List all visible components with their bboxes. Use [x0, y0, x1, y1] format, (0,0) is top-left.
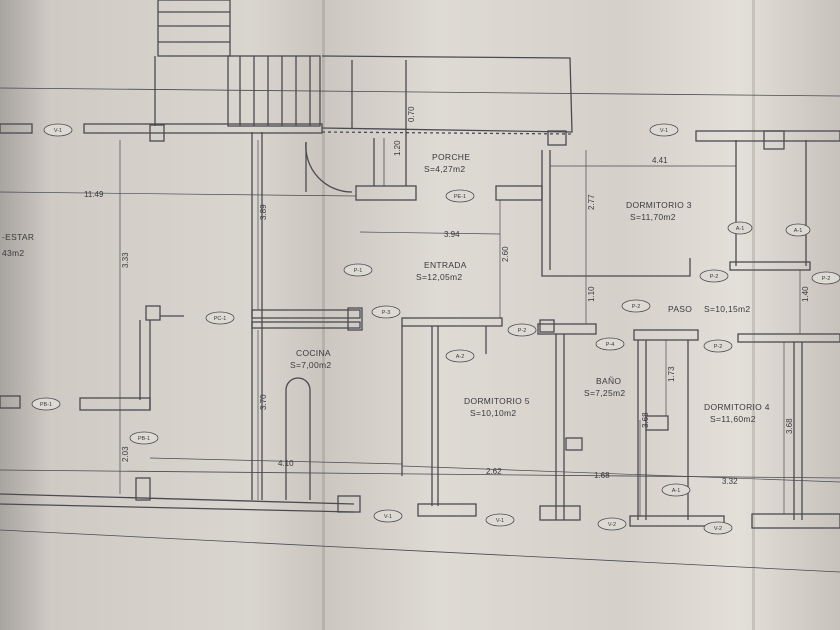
- tag-v2: V-2: [608, 522, 616, 528]
- dim-1-68: 1.68: [594, 471, 610, 480]
- room-entrada-name: ENTRADA: [424, 260, 467, 270]
- room-estar-area: 43m2: [2, 248, 24, 258]
- tag-v1: V-1: [496, 518, 504, 524]
- tag-v1: V-1: [660, 128, 668, 134]
- tag-pb1: PB-1: [40, 402, 52, 408]
- dim-11-49: 11.49: [84, 190, 104, 199]
- tag-a1: A-1: [794, 228, 803, 234]
- room-bano-name: BAÑO: [596, 376, 621, 386]
- room-dormitorio-3-name: DORMITORIO 3: [626, 200, 692, 210]
- tag-pb1: PB-1: [138, 436, 150, 442]
- dim-3-89: 3.89: [259, 204, 268, 220]
- dim-2-03: 2.03: [121, 446, 130, 462]
- dim-1-73: 1.73: [667, 366, 676, 382]
- dim-3-68-left: 3.68: [641, 412, 650, 428]
- tag-p3: P-3: [382, 310, 391, 316]
- tag-a2: A-2: [456, 354, 465, 360]
- dim-4-10: 4.10: [278, 459, 294, 468]
- tag-p1: P-1: [354, 268, 363, 274]
- room-bano-area: S=7,25m2: [584, 388, 625, 398]
- dim-4-41: 4.41: [652, 156, 668, 165]
- dim-3-32: 3.32: [722, 477, 738, 486]
- tag-pc1: PC-1: [214, 316, 227, 322]
- room-dormitorio-5-area: S=10,10m2: [470, 408, 516, 418]
- room-entrada-area: S=12,05m2: [416, 272, 462, 282]
- dim-2-62: 2.62: [486, 467, 502, 476]
- room-labels: -ESTAR 43m2 PORCHE S=4,27m2 ENTRADA S=12…: [2, 152, 770, 424]
- dim-1-10: 1.10: [587, 286, 596, 302]
- room-porche-area: S=4,27m2: [424, 164, 465, 174]
- room-dormitorio-5-name: DORMITORIO 5: [464, 396, 530, 406]
- room-porche-name: PORCHE: [432, 152, 470, 162]
- dim-3-68-right: 3.68: [785, 418, 794, 434]
- tag-p2: P-2: [710, 274, 719, 280]
- dim-1-20: 1.20: [393, 140, 402, 156]
- dimension-labels: 11.49 3.33 3.89 2.03 3.70 4.10 2.62 1.68…: [84, 106, 810, 486]
- room-dormitorio-4-name: DORMITORIO 4: [704, 402, 770, 412]
- room-cocina-area: S=7,00m2: [290, 360, 331, 370]
- tag-v1: V-1: [54, 128, 62, 134]
- walls: [0, 0, 840, 573]
- tag-a1: A-1: [672, 488, 681, 494]
- tag-p2: P-2: [714, 344, 723, 350]
- dimension-lines: [0, 140, 840, 516]
- tag-labels: V-1 V-1 PE-1 PC-1 PB-1 PB-1 P-1 P-3 P-2 …: [40, 128, 830, 532]
- tag-pe1: PE-1: [454, 194, 466, 200]
- room-paso-name: PASO: [668, 304, 692, 314]
- tag-v2: V-2: [714, 526, 722, 532]
- tag-a1: A-1: [736, 226, 745, 232]
- room-cocina-name: COCINA: [296, 348, 331, 358]
- tag-p2: P-2: [632, 304, 641, 310]
- dim-2-60: 2.60: [501, 246, 510, 262]
- tag-p2: P-2: [518, 328, 527, 334]
- tag-p2: P-2: [822, 276, 831, 282]
- dim-3-33: 3.33: [121, 252, 130, 268]
- dim-1-40: 1.40: [801, 286, 810, 302]
- room-paso-area: S=10,15m2: [704, 304, 750, 314]
- dim-0-70: 0.70: [407, 106, 416, 122]
- paper-fold: [752, 0, 755, 630]
- dim-3-70: 3.70: [259, 394, 268, 410]
- room-dormitorio-4-area: S=11,60m2: [710, 414, 756, 424]
- room-estar-name: -ESTAR: [2, 232, 34, 242]
- room-dormitorio-3-area: S=11,70m2: [630, 212, 676, 222]
- paper-fold: [322, 0, 325, 630]
- tag-v1: V-1: [384, 514, 392, 520]
- tag-markers: [31, 123, 840, 535]
- dim-3-94: 3.94: [444, 230, 460, 239]
- tag-p4: P-4: [606, 342, 615, 348]
- dim-2-77: 2.77: [587, 194, 596, 210]
